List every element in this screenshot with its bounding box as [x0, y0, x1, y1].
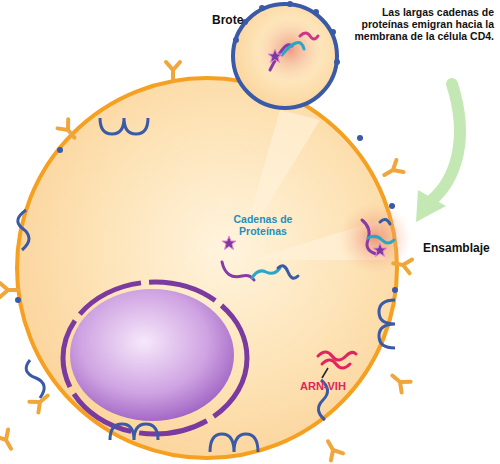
- enzyme-star: [268, 49, 282, 63]
- nuclear-envelope: [63, 282, 247, 434]
- bud-membrane: [233, 4, 337, 108]
- protein-chain: [270, 33, 318, 70]
- hiv-rna: [318, 352, 356, 368]
- membrane-protein: [18, 118, 395, 452]
- glow: [258, 18, 322, 82]
- nucleus: [70, 289, 234, 421]
- leader-line: [322, 368, 328, 378]
- bud-label: Brote: [212, 14, 272, 28]
- protein-chain: [222, 262, 298, 280]
- rna-label: ARN-VIH: [300, 380, 370, 393]
- membrane-dot: [15, 147, 398, 303]
- cell-membrane: [17, 78, 397, 458]
- enzyme-star: [222, 236, 236, 250]
- note-text: Las largas cadenas de proteínas emigran …: [352, 6, 494, 42]
- chain-label: Cadenas de Proteínas: [228, 213, 298, 237]
- enzyme-star: [373, 243, 387, 257]
- cd4-receptor: [0, 62, 412, 460]
- migration-arrow-head: [416, 190, 446, 222]
- migration-arrow: [432, 84, 460, 200]
- assembly-label: Ensamblaje: [423, 242, 497, 256]
